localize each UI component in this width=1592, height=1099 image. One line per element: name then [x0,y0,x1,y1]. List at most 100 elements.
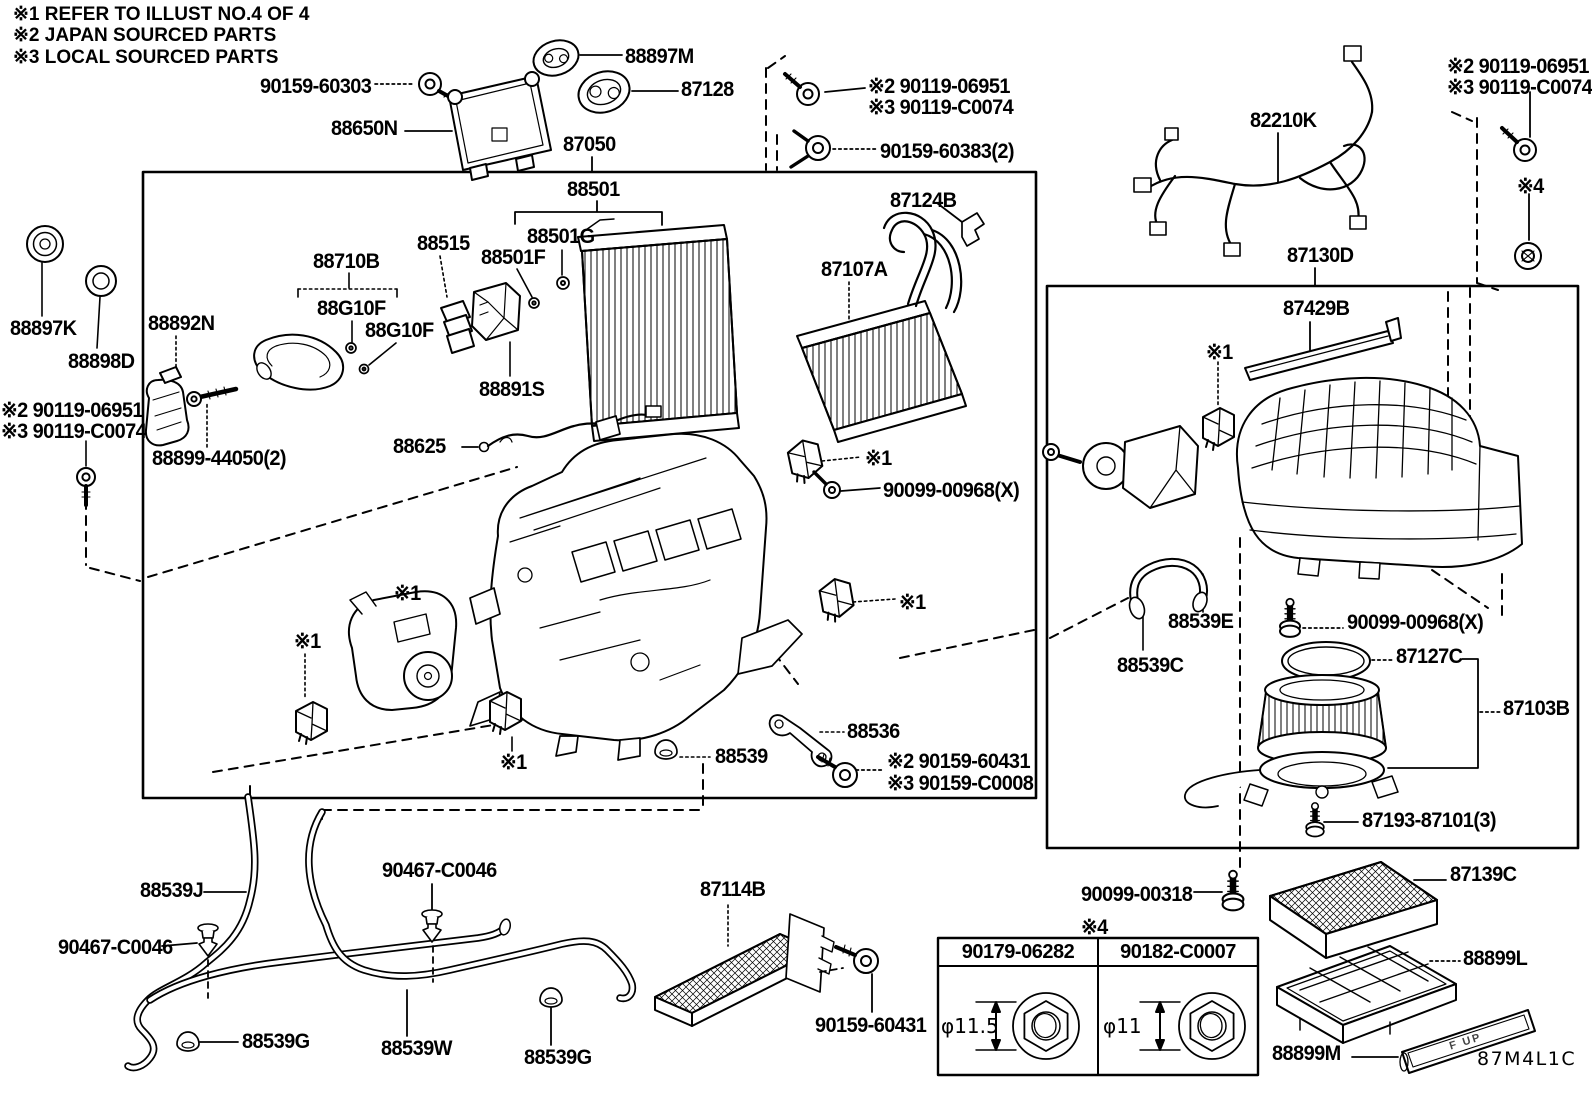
ptc-heater-87114B-sketch [654,904,879,1027]
part-label-88650N: 88650N [331,117,398,140]
switch-ref1-center-sketch [489,691,522,752]
part-label-90099-00318: 90099-00318 [1081,883,1193,906]
part-label-88539J: 88539J [140,879,204,902]
fastener-table [936,936,1260,1077]
servo-motor-box-sketch [1042,425,1199,509]
harness-82210K-sketch [1133,45,1374,257]
part-label-87128: 87128 [681,78,734,101]
part-label-87050: 87050 [563,133,616,156]
tray-88899L-sketch [1276,945,1461,1044]
part-label-88501: 88501 [567,178,620,201]
part-label-90467-C0046-left: 90467-C0046 [58,936,173,959]
lid-88899M-sketch [1351,1009,1536,1074]
part-label-88710B: 88710B [313,250,380,273]
ref-label-1-heater: ※1 [865,447,892,470]
switch-ref1-heater-sketch [785,436,862,487]
screw-90159-60431-mid-sketch [816,753,885,788]
part-label-87139C: 87139C [1450,863,1517,886]
ref-label-90119-C0074-right: ※3 90119-C0074 [1447,76,1592,99]
grommet-88898D-sketch [85,265,117,349]
screw-87193-sketch [1306,803,1359,837]
ref-label-90119-06951-right: ※2 90119-06951 [1447,55,1589,78]
amplifier-88650N-sketch [404,71,552,181]
switch-ref1-lower-sketch [817,575,896,625]
blower-assembly-box [1045,284,1580,850]
oring-88G10F-b-sketch [358,342,397,375]
screw-ref4-sketch [1514,193,1542,270]
part-label-87107A: 87107A [821,258,888,281]
part-label-88897M: 88897M [625,45,694,68]
oring-88501G-sketch [556,249,570,290]
note-ref3: ※3 LOCAL SOURCED PARTS [13,47,279,68]
connector-88891S-sketch [471,282,521,377]
table-header-90179-06282: 90179-06282 [961,941,1075,963]
part-label-88G10F-a: 88G10F [317,297,386,320]
part-label-88539: 88539 [715,745,768,768]
connector-88515-sketch [439,255,475,354]
screw-88899-44050-sketch [186,386,239,448]
lever-88536-sketch [768,714,845,768]
part-label-87130D: 87130D [1287,244,1354,267]
servo-ref1-sketch [348,590,458,711]
evaporator-88501-sketch [514,200,740,442]
part-label-88897K: 88897K [10,317,77,340]
duct-88539E-sketch [1128,557,1209,651]
part-label-87193-87101: 87193-87101(3) [1362,809,1497,832]
grommet-87128-sketch [577,70,679,114]
blower-motor-sketch [1184,674,1399,809]
part-label-90159-60303: 90159-60303 [260,75,372,98]
part-label-88899M: 88899M [1272,1042,1341,1065]
bolt-90119-left-sketch [76,440,96,507]
part-label-88539W: 88539W [381,1037,452,1060]
note-ref2: ※2 JAPAN SOURCED PARTS [13,25,277,46]
ref-label-90159-C0008: ※3 90159-C0008 [887,772,1034,795]
part-label-87127C: 87127C [1396,645,1463,668]
diameter-value-11-5: φ11.5 [941,1014,999,1038]
part-label-90159-60383: 90159-60383(2) [880,140,1015,163]
part-label-90159-60431: 90159-60431 [815,1014,927,1037]
filter-87139C-sketch [1269,861,1447,959]
part-label-88899-44050: 88899-44050(2) [152,447,287,470]
wire-88625-sketch [461,405,662,453]
ref-label-90119-06951-left: ※2 90119-06951 [1,399,143,422]
ref-label-1-lower: ※1 [899,591,926,614]
ref-label-1-box: ※1 [1206,341,1233,364]
screw-90099-00968-blower-sketch [1280,599,1344,637]
nut-90179-drawing [975,992,1080,1060]
ref-label-1-small-left: ※1 [294,630,321,653]
part-label-87429B: 87429B [1283,297,1350,320]
part-label-88539E: 88539E [1168,610,1234,633]
seal-strip-87429B-sketch [1244,317,1402,381]
heater-pipes-87124B-sketch [882,202,985,314]
oring-88501F-sketch [516,268,540,309]
servo-88892N-sketch [144,335,190,447]
part-label-88891S: 88891S [479,378,545,401]
clip-90467-left-sketch [161,923,219,999]
screw-90159-60303-sketch [374,72,459,103]
ref-label-90159-60431: ※2 90159-60431 [887,750,1031,773]
grommet-88897M-sketch [532,39,623,77]
main-assembly-box [141,170,1038,800]
diagram-code: 87M4L1C [1477,1048,1577,1070]
oring-87127C-sketch [1281,641,1394,681]
clip-90467-right-sketch [421,883,443,983]
part-label-87124B: 87124B [890,189,957,212]
part-label-82210K: 82210K [1250,109,1317,132]
screw-90099-00318-sketch [1193,871,1243,911]
hose-88539J-sketch [124,793,512,1072]
servo-ref1-box-sketch [1202,361,1235,451]
ref-label-90119-C0074-top: ※3 90119-C0074 [868,96,1014,119]
part-label-88501F: 88501F [481,246,546,269]
diameter-value-11: φ11 [1103,1014,1142,1038]
part-label-90099-00968-mid: 90099-00968(X) [883,479,1020,502]
screw-90119-top-sketch [783,72,866,106]
switch-ref1-small-left-sketch [295,653,328,745]
screw-90119-right-sketch [1500,91,1537,162]
valve-88710B-sketch [253,272,398,391]
screw-90099-00968-mid-sketch [812,470,881,499]
ref-label-4-screw: ※4 [1517,175,1544,198]
part-label-88G10F-b: 88G10F [365,319,434,342]
grommet-88539G-right-sketch [539,987,563,1046]
